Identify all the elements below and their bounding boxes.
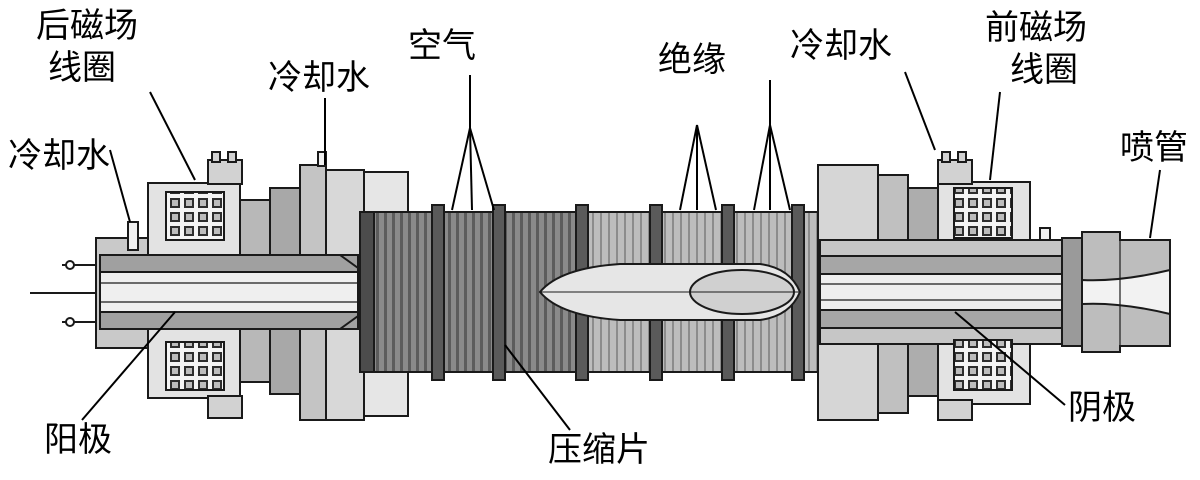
front-coil-lower: [953, 339, 1013, 391]
front-coil-upper: [953, 187, 1013, 239]
compression-plate-stack: [359, 204, 821, 381]
cooling-water-top-left-label: 冷却水: [268, 58, 370, 98]
compression-plates-label: 压缩片: [548, 430, 650, 470]
insulation-label: 绝缘: [658, 40, 726, 80]
front-coil-label-line1: 前磁场: [985, 8, 1087, 48]
rear-coil-upper: [165, 191, 225, 241]
leader-lines: [81, 71, 1161, 431]
cooling-water-left-label: 冷却水: [8, 136, 110, 176]
rear-coil-lower: [165, 341, 225, 391]
cathode-label: 阴极: [1068, 388, 1136, 428]
rear-coil-label-line1: 后磁场: [36, 6, 138, 46]
front-coil-label-line2: 线圈: [1010, 50, 1078, 90]
anode-wire-leads: [30, 260, 100, 327]
nozzle-label: 喷管: [1120, 128, 1188, 168]
air-label: 空气: [408, 26, 476, 66]
cooling-water-top-right-label: 冷却水: [790, 26, 892, 66]
left-anode-assembly: [95, 151, 409, 421]
rear-coil-label-line2: 线圈: [48, 48, 116, 88]
anode-label: 阳极: [44, 420, 112, 460]
